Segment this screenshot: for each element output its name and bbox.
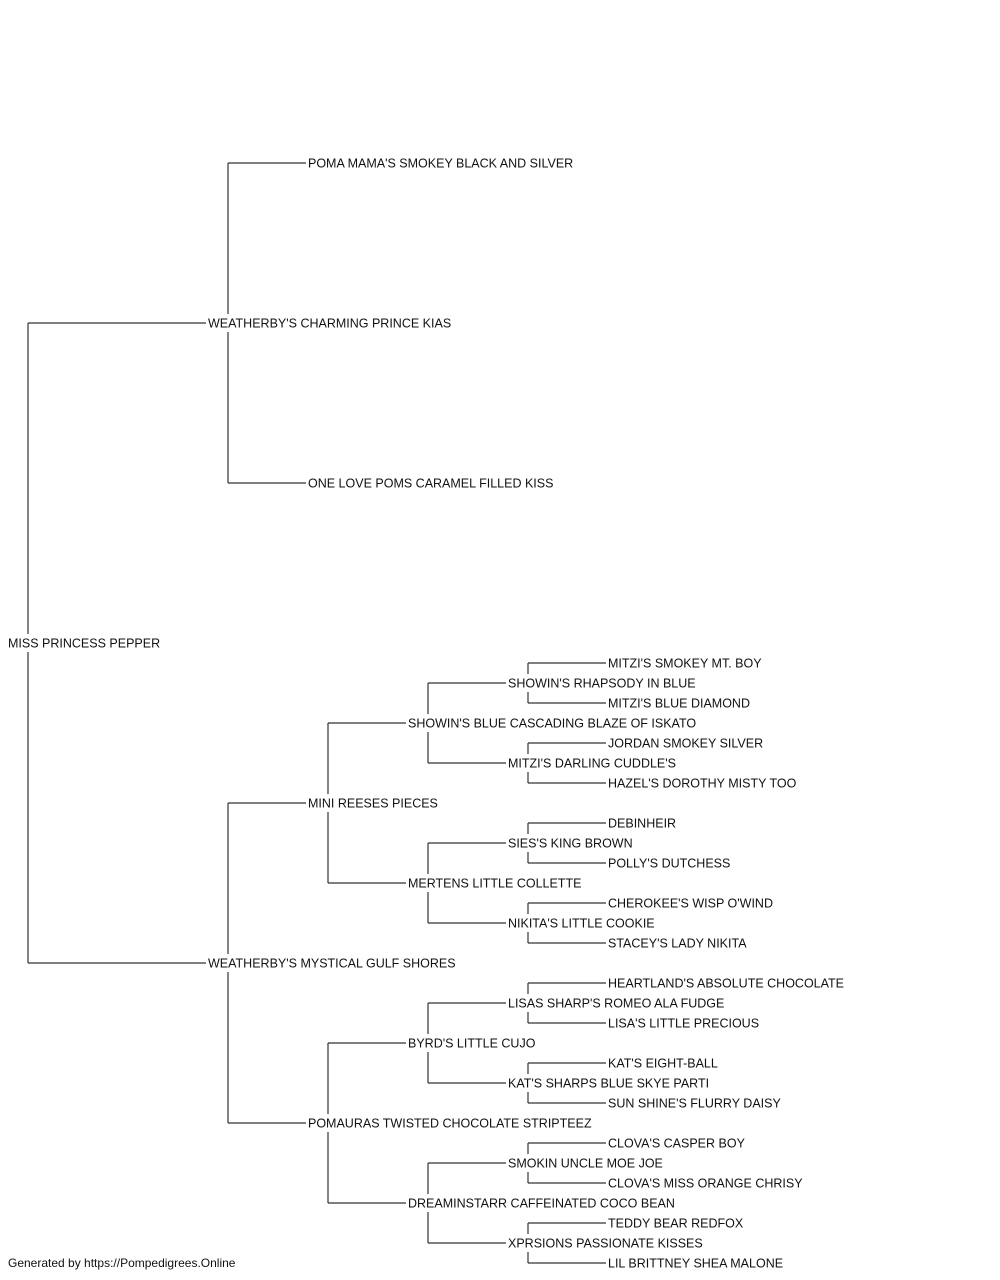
ancestor-name-gen5[interactable]: LISA'S LITTLE PRECIOUS xyxy=(608,1017,759,1031)
ancestor-name-gen4[interactable]: LISAS SHARP'S ROMEO ALA FUDGE xyxy=(508,997,724,1011)
ancestor-name-gen5[interactable]: STACEY'S LADY NIKITA xyxy=(608,937,747,951)
ancestor-name-gen4[interactable]: SHOWIN'S RHAPSODY IN BLUE xyxy=(508,677,696,691)
ancestor-name-gen3[interactable]: SHOWIN'S BLUE CASCADING BLAZE OF ISKATO xyxy=(408,717,696,731)
ancestor-name-gen2[interactable]: POMAURAS TWISTED CHOCOLATE STRIPTEEZ xyxy=(308,1117,592,1131)
ancestor-name-gen5[interactable]: KAT'S EIGHT-BALL xyxy=(608,1057,718,1071)
ancestor-name-gen5[interactable]: MITZI'S BLUE DIAMOND xyxy=(608,697,750,711)
ancestor-name-gen1[interactable]: WEATHERBY'S MYSTICAL GULF SHORES xyxy=(208,957,456,971)
ancestor-name-gen4[interactable]: XPRSIONS PASSIONATE KISSES xyxy=(508,1237,703,1251)
ancestor-name-gen1[interactable]: WEATHERBY'S CHARMING PRINCE KIAS xyxy=(208,317,451,331)
ancestor-name-gen4[interactable]: SIES'S KING BROWN xyxy=(508,837,633,851)
ancestor-name-gen5[interactable]: DEBINHEIR xyxy=(608,817,676,831)
ancestor-name-gen5[interactable]: JORDAN SMOKEY SILVER xyxy=(608,737,763,751)
subject-dog-name[interactable]: MISS PRINCESS PEPPER xyxy=(8,637,160,651)
ancestor-name-gen3[interactable]: DREAMINSTARR CAFFEINATED COCO BEAN xyxy=(408,1197,675,1211)
ancestor-name-gen2[interactable]: POMA MAMA'S SMOKEY BLACK AND SILVER xyxy=(308,157,573,171)
ancestor-name-gen4[interactable]: SMOKIN UNCLE MOE JOE xyxy=(508,1157,663,1171)
ancestor-name-gen2[interactable]: MINI REESES PIECES xyxy=(308,797,438,811)
ancestor-name-gen5[interactable]: CHEROKEE'S WISP O'WIND xyxy=(608,897,773,911)
ancestor-name-gen5[interactable]: LIL BRITTNEY SHEA MALONE xyxy=(608,1257,783,1271)
ancestor-name-gen5[interactable]: MITZI'S SMOKEY MT. BOY xyxy=(608,657,762,671)
ancestor-name-gen5[interactable]: HEARTLAND'S ABSOLUTE CHOCOLATE xyxy=(608,977,844,991)
ancestor-name-gen4[interactable]: KAT'S SHARPS BLUE SKYE PARTI xyxy=(508,1077,709,1091)
generated-by-footer: Generated by https://Pompedigrees.Online xyxy=(8,1256,236,1270)
ancestor-name-gen5[interactable]: TEDDY BEAR REDFOX xyxy=(608,1217,744,1231)
ancestor-name-gen2[interactable]: ONE LOVE POMS CARAMEL FILLED KISS xyxy=(308,477,553,491)
ancestor-name-gen5[interactable]: POLLY'S DUTCHESS xyxy=(608,857,730,871)
ancestor-name-gen3[interactable]: BYRD'S LITTLE CUJO xyxy=(408,1037,536,1051)
ancestor-name-gen3[interactable]: MERTENS LITTLE COLLETTE xyxy=(408,877,581,891)
ancestor-name-gen5[interactable]: SUN SHINE'S FLURRY DAISY xyxy=(608,1097,781,1111)
ancestor-name-gen5[interactable]: CLOVA'S MISS ORANGE CHRISY xyxy=(608,1177,803,1191)
ancestor-name-gen4[interactable]: NIKITA'S LITTLE COOKIE xyxy=(508,917,655,931)
ancestor-name-gen5[interactable]: HAZEL'S DOROTHY MISTY TOO xyxy=(608,777,797,791)
ancestor-name-gen4[interactable]: MITZI'S DARLING CUDDLE'S xyxy=(508,757,676,771)
ancestor-name-gen5[interactable]: CLOVA'S CASPER BOY xyxy=(608,1137,746,1151)
